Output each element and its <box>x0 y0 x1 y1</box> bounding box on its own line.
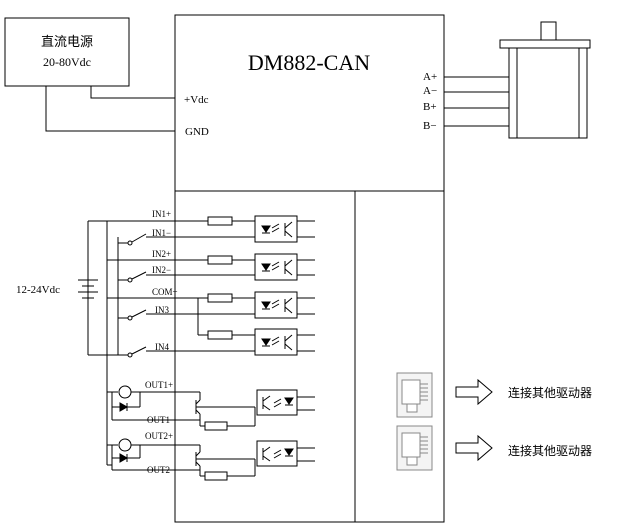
in1-minus-label: IN1− <box>152 228 171 238</box>
driver-body: DM882-CAN +Vdc GND <box>174 14 445 523</box>
out2-minus-label: OUT2− <box>147 465 175 475</box>
out2-plus-label: OUT2+ <box>145 431 173 441</box>
input-optocouplers <box>175 215 315 356</box>
phase-a-minus-label: A− <box>423 85 437 97</box>
input-wiring <box>107 233 175 358</box>
in4-label: IN4 <box>155 342 169 352</box>
driver-title: DM882-CAN <box>248 50 370 75</box>
vdc-label: +Vdc <box>184 94 209 106</box>
output-labels: OUT1+ OUT1− OUT2+ OUT2− <box>145 380 175 475</box>
gnd-label: GND <box>185 126 209 138</box>
motor-phases: A+ A− B+ B− <box>423 71 509 132</box>
input-rails: 12-24Vdc <box>16 220 175 465</box>
com-plus-label: COM+ <box>152 287 178 297</box>
out1-minus-label: OUT1− <box>147 415 175 425</box>
output-optocouplers <box>175 389 315 481</box>
phase-b-minus-label: B− <box>423 120 437 132</box>
input-labels: IN1+ IN1− IN2+ IN2− COM+ IN3 IN4 <box>152 209 178 352</box>
phase-a-plus-label: A+ <box>423 71 437 83</box>
in1-plus-label: IN1+ <box>152 209 171 219</box>
arrow-right-icon <box>455 434 493 462</box>
in2-minus-label: IN2− <box>152 265 171 275</box>
out1-plus-label: OUT1+ <box>145 380 173 390</box>
arrow-right-icon <box>455 378 493 406</box>
power-supply-box: 直流电源 20-80Vdc <box>4 17 130 87</box>
phase-b-plus-label: B+ <box>423 101 437 113</box>
in3-label: IN3 <box>155 305 169 315</box>
output-wiring <box>107 385 175 471</box>
rj45-port-icon <box>396 425 433 471</box>
power-supply-voltage: 20-80Vdc <box>43 55 91 69</box>
rj45-port-icon <box>396 372 433 418</box>
in2-plus-label: IN2+ <box>152 249 171 259</box>
power-wires <box>45 86 175 132</box>
io-supply-label: 12-24Vdc <box>16 284 60 296</box>
power-supply-title: 直流电源 <box>41 35 93 50</box>
connector-label: 连接其他驱动器 <box>508 443 592 458</box>
stepper-motor-icon <box>499 21 591 139</box>
connector-label: 连接其他驱动器 <box>508 385 592 400</box>
